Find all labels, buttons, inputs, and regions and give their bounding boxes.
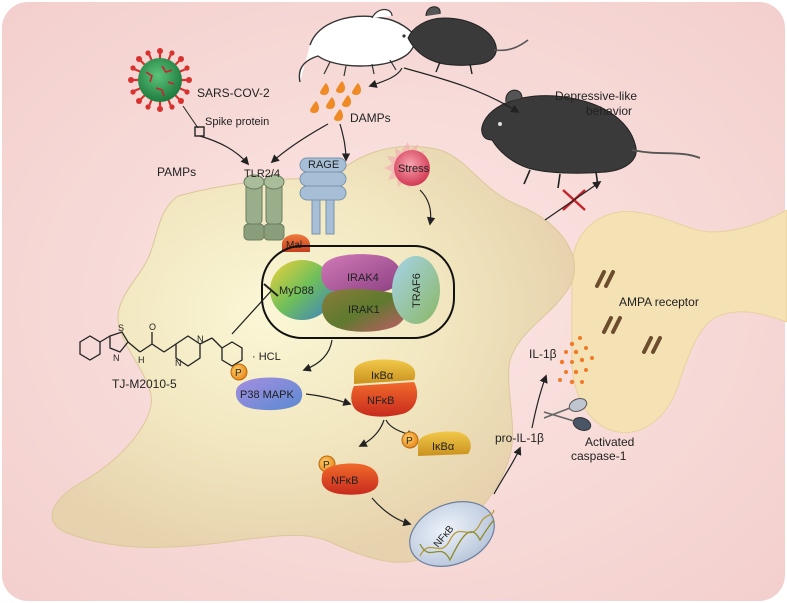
ikba-phospho-icon <box>401 431 419 449</box>
rage-label: RAGE <box>308 159 339 171</box>
arrow-pro-il1b-to-il1b <box>531 374 548 429</box>
p38-phospho-icon <box>230 363 248 381</box>
inhibition-line <box>544 181 602 221</box>
free-ikba-label: IκBα <box>432 441 455 453</box>
svg-text:O: O <box>149 322 156 332</box>
arrow-damps-to-tlr <box>270 123 329 164</box>
dna-helix-icon <box>419 509 495 562</box>
stress-icon <box>384 142 430 188</box>
sars-cov-2-label: SARS-COV-2 <box>197 86 270 100</box>
microglia-cell <box>51 145 576 563</box>
p38-mapk-label: P38 MAPK <box>240 389 294 401</box>
depressed-mouse-icon <box>481 89 701 189</box>
arrow-pamps-to-tlr <box>199 135 250 166</box>
ikba-protein-icon <box>354 359 416 384</box>
ampa-receptor-label: AMPA receptor <box>619 295 699 309</box>
activated-caspase-label-line1: Activated <box>585 435 634 449</box>
drug-inhibition-bar <box>263 283 279 297</box>
il1b-label: IL-1β <box>529 347 557 361</box>
arrow-complex-to-p38 <box>302 339 333 372</box>
drug-atom-labels: S N H O N N <box>113 322 204 368</box>
irak4-label: IRAK4 <box>347 272 379 284</box>
depressive-label-line2: behavior <box>586 104 632 118</box>
spike-protein-label: Spike protein <box>205 116 269 128</box>
myd88-protein-icon <box>270 260 334 320</box>
arrow-nfkb-to-nucleus <box>371 497 412 527</box>
tj-m2010-5-structure-icon <box>79 331 243 367</box>
nucleus-icon <box>409 501 495 567</box>
traf6-protein-icon <box>392 256 440 324</box>
ikba-phospho-label: P <box>406 436 413 447</box>
sars-cov-2-virus-icon <box>128 48 192 112</box>
depressive-label-line1: Depressive-like <box>555 89 637 103</box>
arrow-complex-to-free-nfkb <box>358 419 385 447</box>
damps-label: DAMPs <box>350 111 391 125</box>
svg-text:S: S <box>118 323 124 333</box>
neuron-terminal <box>571 209 787 434</box>
white-mouse-icon <box>298 8 419 83</box>
arrow-damps-to-rage <box>339 123 351 162</box>
tlr24-label: TLR2/4 <box>244 168 280 180</box>
arrow-stress-to-complex <box>419 189 436 226</box>
drug-inhibition-line <box>231 289 273 335</box>
svg-text:H: H <box>138 355 145 365</box>
myddosome-complex-outline <box>261 245 455 339</box>
svg-text:N: N <box>113 353 120 363</box>
spike-protein-pointer <box>182 105 199 129</box>
p38-mapk-protein-icon <box>235 377 303 411</box>
p38-phospho-label: P <box>235 368 242 379</box>
myd88-label: MyD88 <box>279 285 314 297</box>
nfkb-phospho-label: P <box>323 460 330 471</box>
svg-text:N: N <box>175 358 182 368</box>
free-nfkb-label: NFκB <box>331 475 359 487</box>
nfkb-protein-icon <box>351 382 418 417</box>
nfkb-label: NFκB <box>367 395 395 407</box>
ikba-label: IκBα <box>371 370 394 382</box>
black-mouse-icon <box>407 6 529 75</box>
rage-receptor-icon <box>299 157 347 235</box>
tlr24-receptor-icon <box>243 174 285 241</box>
spike-protein-box <box>194 126 205 137</box>
activated-caspase-label-line2: caspase-1 <box>571 449 627 463</box>
pamps-label: PAMPs <box>157 165 196 179</box>
il1b-dots-icon <box>558 336 594 385</box>
caspase-scissors-icon <box>543 398 592 431</box>
ampa-receptor-icons <box>595 270 662 354</box>
arrow-mice-to-depression <box>403 67 520 113</box>
pro-il1b-label: pro-IL-1β <box>495 431 544 445</box>
drug-name-label: TJ-M2010-5 <box>112 377 177 391</box>
traf6-label: TRAF6 <box>411 273 423 308</box>
irak1-protein-icon <box>321 289 407 332</box>
damps-droplets-icon <box>310 81 361 121</box>
arrow-nucleus-to-pro-il1b <box>493 446 522 495</box>
stress-label: Stress <box>398 163 430 175</box>
mal-label: Mal <box>286 240 302 251</box>
arrow-p38-to-nfkb <box>305 393 352 406</box>
free-nfkb-protein-icon <box>321 463 379 495</box>
arrow-mice-to-damps <box>368 67 403 88</box>
irak1-label: IRAK1 <box>348 304 380 316</box>
irak4-protein-icon <box>321 254 401 295</box>
hcl-label: · HCL <box>252 351 281 363</box>
free-ikba-protein-icon <box>418 431 471 456</box>
svg-text:N: N <box>197 334 204 344</box>
